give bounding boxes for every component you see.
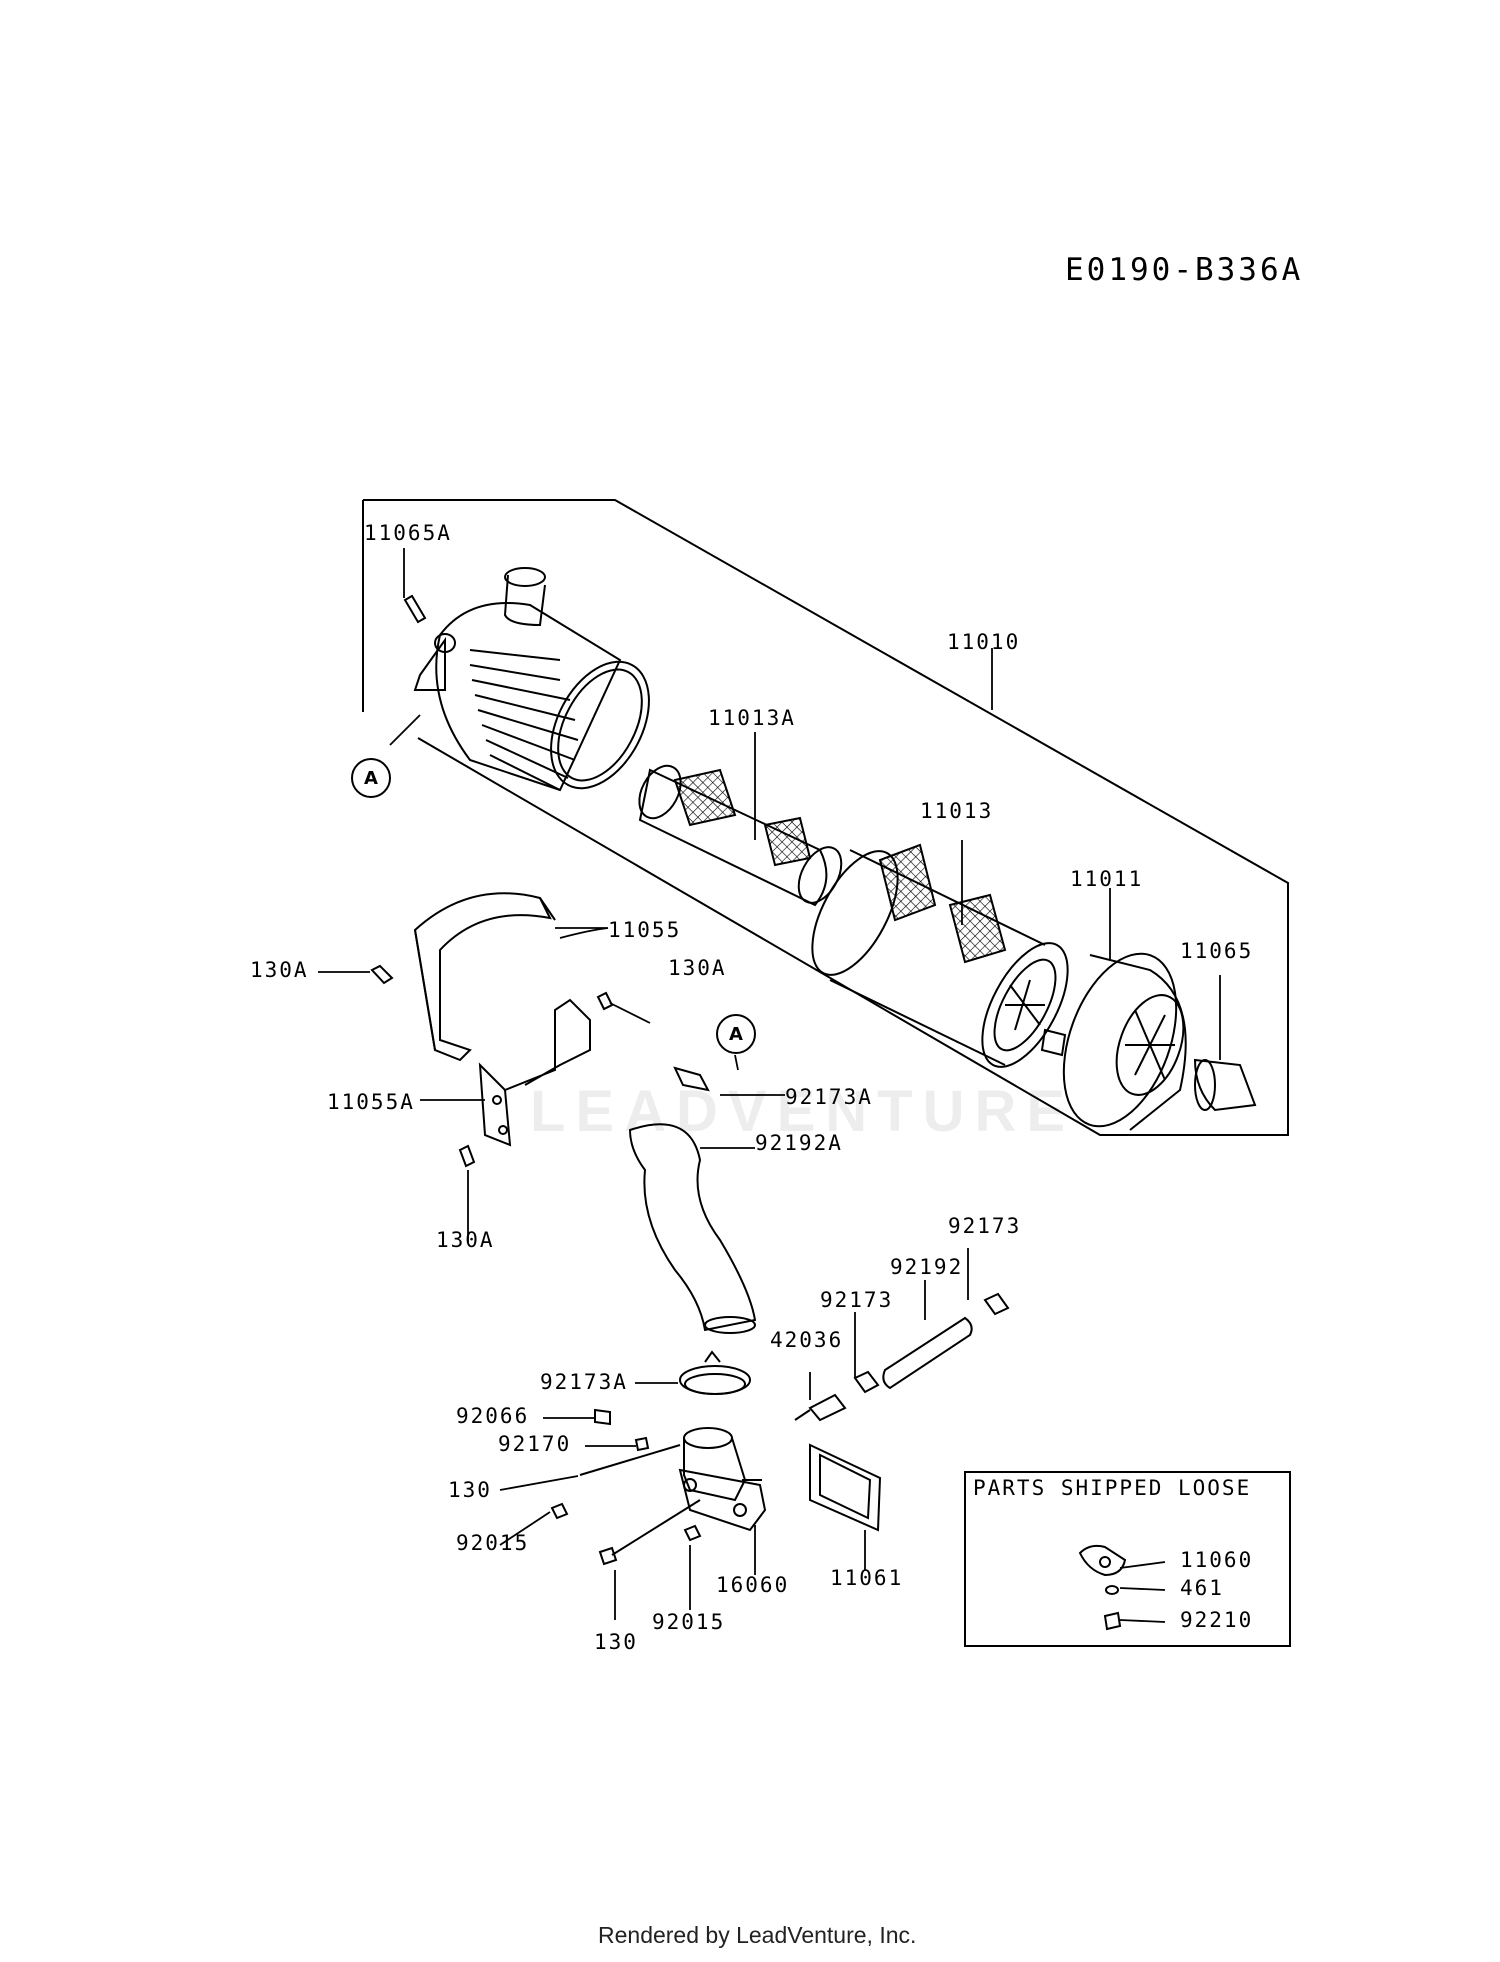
bracket-11055A — [478, 998, 591, 1147]
label-42036: 42036 — [770, 1328, 844, 1352]
inlet-pipe-16060 — [678, 1427, 767, 1532]
loose-part-461: 461 — [1180, 1576, 1224, 1600]
label-92173A-upper: 92173A — [785, 1085, 873, 1109]
label-130A-right: 130A — [668, 956, 727, 980]
label-11013: 11013 — [920, 799, 994, 823]
clamp-92173-right — [983, 1292, 1010, 1316]
outer-element — [811, 843, 1069, 1068]
label-92192A: 92192A — [755, 1131, 843, 1155]
label-92192: 92192 — [890, 1255, 964, 1279]
bolt-130A-mid — [596, 991, 614, 1011]
label-11010: 11010 — [947, 630, 1021, 654]
label-11061: 11061 — [830, 1566, 904, 1590]
bracket-11055 — [413, 892, 556, 1062]
label-92173-left: 92173 — [820, 1288, 894, 1312]
stud-130-lower — [611, 1499, 701, 1556]
label-130-upper: 130 — [448, 1478, 492, 1502]
bolt-130A-top — [370, 964, 394, 985]
label-92170: 92170 — [498, 1432, 572, 1456]
loose-parts-title: PARTS SHIPPED LOOSE — [973, 1476, 1252, 1500]
vacuator-valve — [1193, 1058, 1257, 1112]
callout-a-mid-letter: A — [729, 1023, 743, 1045]
callout-a-top-letter: A — [364, 767, 378, 789]
inner-element — [638, 764, 843, 907]
label-130-lower: 130 — [594, 1630, 638, 1654]
bolt-11065A — [403, 594, 427, 624]
label-92173-right: 92173 — [948, 1214, 1022, 1238]
hose-92192 — [882, 1316, 973, 1390]
label-11011: 11011 — [1070, 867, 1144, 891]
air-cleaner-body — [413, 567, 650, 792]
label-92066: 92066 — [456, 1404, 530, 1428]
nut-92015-right — [683, 1524, 702, 1542]
label-11065: 11065 — [1180, 939, 1254, 963]
air-cleaner-cover — [1040, 952, 1187, 1131]
bolt-130A-low — [458, 1144, 476, 1168]
label-130A-bottom: 130A — [436, 1228, 495, 1252]
nut-92015-left — [550, 1502, 569, 1520]
stud-130-upper — [579, 1444, 681, 1476]
assembly-outline — [362, 499, 1289, 1136]
loose-parts-box — [964, 1471, 1291, 1647]
clamp-92173-left — [853, 1370, 880, 1394]
loose-part-92210: 92210 — [1180, 1608, 1254, 1632]
label-16060: 16060 — [716, 1573, 790, 1597]
loose-part-11060: 11060 — [1180, 1548, 1254, 1572]
clamp-92173A-lower — [679, 1350, 751, 1395]
leader-lines — [318, 548, 1221, 1623]
callout-a-mid: A — [716, 1014, 756, 1054]
hose-92192A — [628, 1123, 757, 1332]
label-11055: 11055 — [608, 918, 682, 942]
diagram-code: E0190-B336A — [1065, 252, 1304, 288]
label-11065A: 11065A — [364, 521, 452, 545]
label-92015-left: 92015 — [456, 1531, 530, 1555]
label-130A-left: 130A — [250, 958, 309, 982]
label-11055A: 11055A — [327, 1090, 415, 1114]
label-92015-bottom: 92015 — [652, 1610, 726, 1634]
gasket-11061 — [809, 1443, 882, 1532]
gasket-92170 — [634, 1436, 650, 1452]
label-11013A: 11013A — [708, 706, 796, 730]
pipe-42036 — [808, 1393, 847, 1422]
loose-parts-drawings — [1078, 1544, 1127, 1631]
callout-a-top: A — [351, 758, 391, 798]
watermark: LEADVENTURE — [530, 1079, 1076, 1144]
label-92173A-lower: 92173A — [540, 1370, 628, 1394]
plug-92066 — [594, 1408, 611, 1426]
footer-credit: Rendered by LeadVenture, Inc. — [598, 1922, 917, 1948]
bolt-head-130 — [598, 1546, 618, 1566]
clamp-92173A-upper — [673, 1066, 710, 1092]
